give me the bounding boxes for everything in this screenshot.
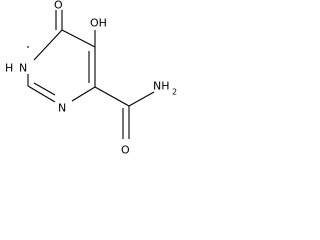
bond-n1-c6 bbox=[33, 29, 63, 61]
bond-c4-camide bbox=[94, 86, 130, 107]
bond-camide-n bbox=[128, 91, 155, 107]
structure-drawing: O OH H N N NH 2 O bbox=[5, 0, 177, 157]
bond-n3-c2 bbox=[27, 85, 56, 103]
chemical-structure: O OH H N N NH 2 O bbox=[0, 0, 180, 178]
bond-n3-c2-inner bbox=[33, 82, 56, 96]
atom-ring-n: N bbox=[58, 102, 66, 115]
atom-amide-oxygen: O bbox=[121, 144, 130, 157]
atom-amide-n: NH bbox=[153, 80, 170, 93]
atom-amide-n-subscript: 2 bbox=[172, 88, 177, 97]
bond-c4-n3 bbox=[71, 86, 96, 102]
bond-c6-c5 bbox=[61, 29, 96, 48]
atom-hydroxyl: OH bbox=[90, 17, 107, 30]
atom-ring-nh-n: N bbox=[19, 62, 27, 75]
atom-carbonyl-oxygen: O bbox=[54, 0, 63, 12]
atom-ring-nh-h: H bbox=[5, 62, 13, 75]
